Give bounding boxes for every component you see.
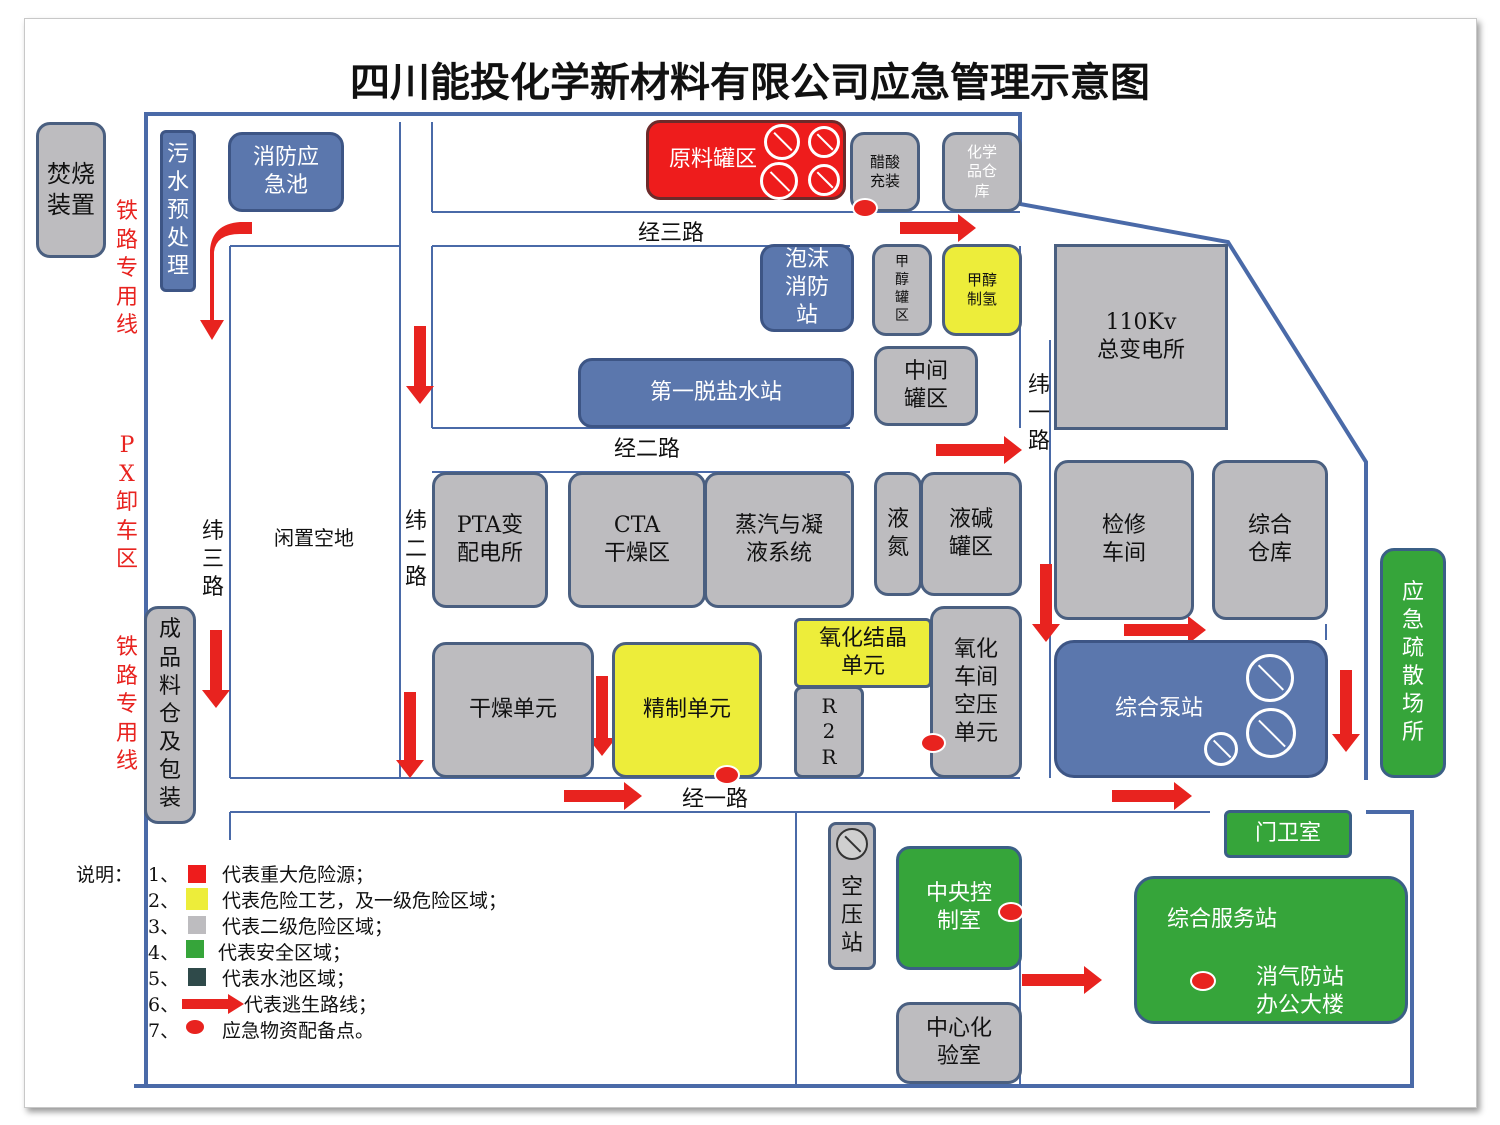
emergency-supply-point [714,765,740,785]
service-station-label: 综合服务站 [1166,907,1277,932]
road-label-wei1: 纬 一 路 [1027,373,1050,455]
tank-icon [764,124,800,160]
road-label-jing2: 经二路 [613,437,680,462]
legend-text: 代表逃生路线； [244,994,378,1016]
methanol-tank-box: 甲 醇 罐 区 [872,244,932,336]
road-label-jing1: 经一路 [681,787,748,812]
tank-icon [1246,654,1294,702]
dark-square-icon [188,968,206,986]
tank-icon [808,164,840,196]
yellow-square-icon [186,888,208,910]
emergency-supply-point [852,198,878,218]
fire-station-label: 消气防站 办公大楼 [1255,965,1344,1019]
escape-arrow [1112,782,1192,810]
substation-box: 110Kv 总变电所 [1054,244,1228,430]
desalination-station-box: 第一脱盐水站 [578,358,854,428]
refining-unit-box: 精制单元 [612,642,762,778]
tank-icon [808,126,840,158]
escape-route-arrows [200,214,1360,994]
legend-text: 应急物资配备点。 [222,1020,375,1042]
gate-guard-room-box: 门卫室 [1224,810,1352,858]
legend-num: 7、 [148,1020,180,1042]
escape-arrow [1124,616,1206,644]
red-dot-icon [186,1020,204,1034]
escape-arrow [900,214,976,242]
emergency-supply-point [998,902,1024,922]
emergency-supply-point [1190,971,1216,991]
tank-icon [760,162,798,200]
escape-arrow [1022,966,1102,994]
legend-num: 3、 [148,916,180,938]
foam-fire-station-box: 泡沫 消防 站 [760,244,854,332]
oxidation-crystallization-box: 氧化结晶 单元 [794,618,932,688]
legend-intro: 说明： [76,864,134,886]
legend-text: 代表安全区域； [218,942,352,964]
legend-text: 代表水池区域； [222,968,356,990]
central-laboratory-box: 中心化 验室 [896,1002,1022,1084]
gray-square-icon [188,916,206,934]
green-square-icon [186,940,204,958]
legend-text: 代表二级危险区域； [222,916,394,938]
escape-arrow [406,326,434,404]
emergency-supply-point [920,733,946,753]
legend-text: 代表危险工艺，及一级危险区域； [222,890,508,912]
compressor-icon [836,828,868,860]
service-station-box [1134,876,1408,1024]
repair-workshop-box: 检修 车间 [1054,460,1194,620]
road-label-wei3: 纬 三 路 [201,519,224,601]
intermediate-tank-box: 中间 罐区 [874,346,978,426]
escape-arrow [588,676,616,756]
general-warehouse-box: 综合 仓库 [1212,460,1328,620]
legend-num: 6、 [148,994,180,1016]
oxidation-air-compressor-box: 氧化 车间 空压 单元 [930,606,1022,778]
red-arrow-icon [182,994,244,1014]
map-title: 四川能投化学新材料有限公司应急管理示意图 [350,60,1150,106]
cta-drying-box: CTA 干燥区 [568,472,706,608]
raw-material-tank-label: 原料罐区 [669,146,758,172]
legend-num: 5、 [148,968,180,990]
r2r-box: R 2 R [794,686,864,778]
legend-num: 4、 [148,942,180,964]
liquid-nitrogen-box: 液 氮 [874,472,922,596]
pta-substation-box: PTA变 配电所 [432,472,548,608]
tank-icon [1246,708,1296,758]
steam-condensate-box: 蒸汽与凝 液系统 [704,472,854,608]
emergency-evacuation-area-box: 应 急 疏 散 场 所 [1380,548,1446,778]
legend-text: 代表重大危险源； [222,864,375,886]
chemical-warehouse-box: 化学 品仓 库 [942,132,1022,212]
legend-num: 1、 [148,864,180,886]
sewage-pretreatment-box: 污水预处理 [160,130,196,292]
product-packaging-box: 成 品 料 仓 及 包 装 [144,606,196,824]
px-unloading-label: P X 卸 车 区 [115,433,138,573]
incinerator-box: 焚烧装置 [36,122,106,258]
escape-arrow [396,692,424,778]
escape-arrow [936,436,1022,464]
fire-emergency-pool-box: 消防应 急池 [228,132,344,212]
red-square-icon [188,865,206,883]
road-label-wei2: 纬 二 路 [404,509,427,591]
legend-num: 2、 [148,890,180,912]
escape-arrow [200,222,252,340]
escape-arrow [1032,564,1060,642]
pool-circle-icon [1204,732,1238,766]
pump-station-label: 综合泵站 [1115,695,1204,721]
lye-tank-box: 液碱 罐区 [920,472,1022,596]
idle-land-label: 闲置空地 [274,526,354,550]
drying-unit-box: 干燥单元 [432,642,594,778]
escape-arrow [1332,670,1360,752]
rail-line-label-bottom: 铁 路 专 用 线 [115,635,138,775]
escape-arrow [564,782,642,810]
methanol-hydrogen-box: 甲醇 制氢 [942,244,1022,336]
rail-line-label-top: 铁 路 专 用 线 [115,199,138,339]
road-label-jing3: 经三路 [637,221,704,246]
site-boundary-bottom [134,810,1414,1088]
escape-arrow [202,630,230,708]
